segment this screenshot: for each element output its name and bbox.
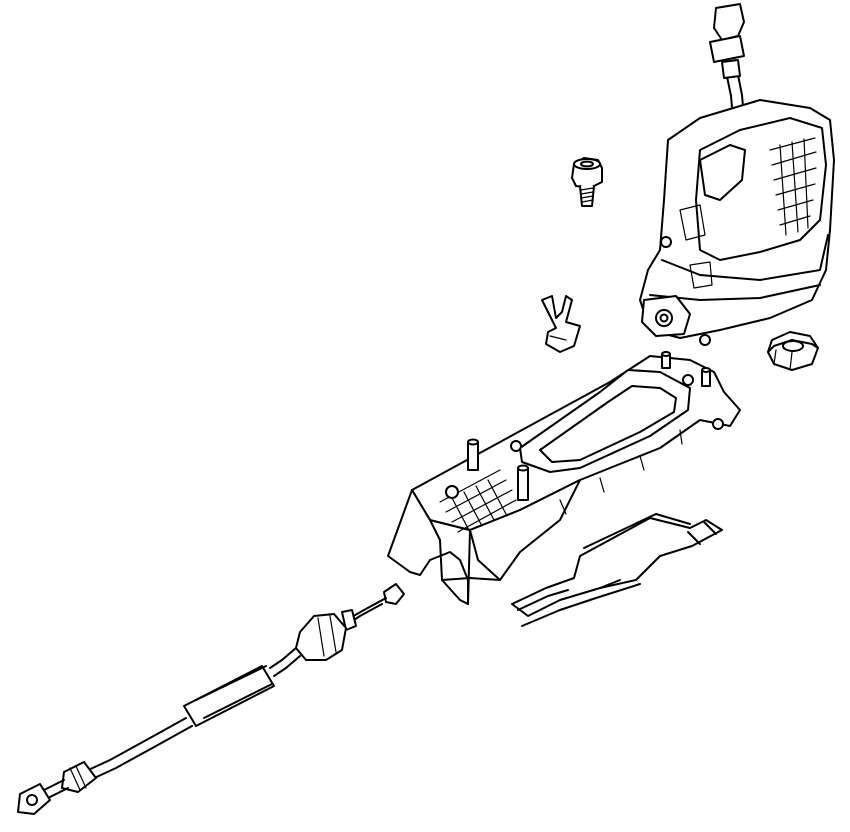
- shift-cable-icon: [17, 583, 405, 815]
- nut-icon: [767, 331, 819, 371]
- shifter-assembly-icon: [639, 3, 835, 346]
- clip-icon: [541, 295, 581, 353]
- heat-shield-icon: [511, 513, 723, 627]
- shifter-bracket-icon: [387, 351, 741, 605]
- bolt-icon: [571, 157, 603, 207]
